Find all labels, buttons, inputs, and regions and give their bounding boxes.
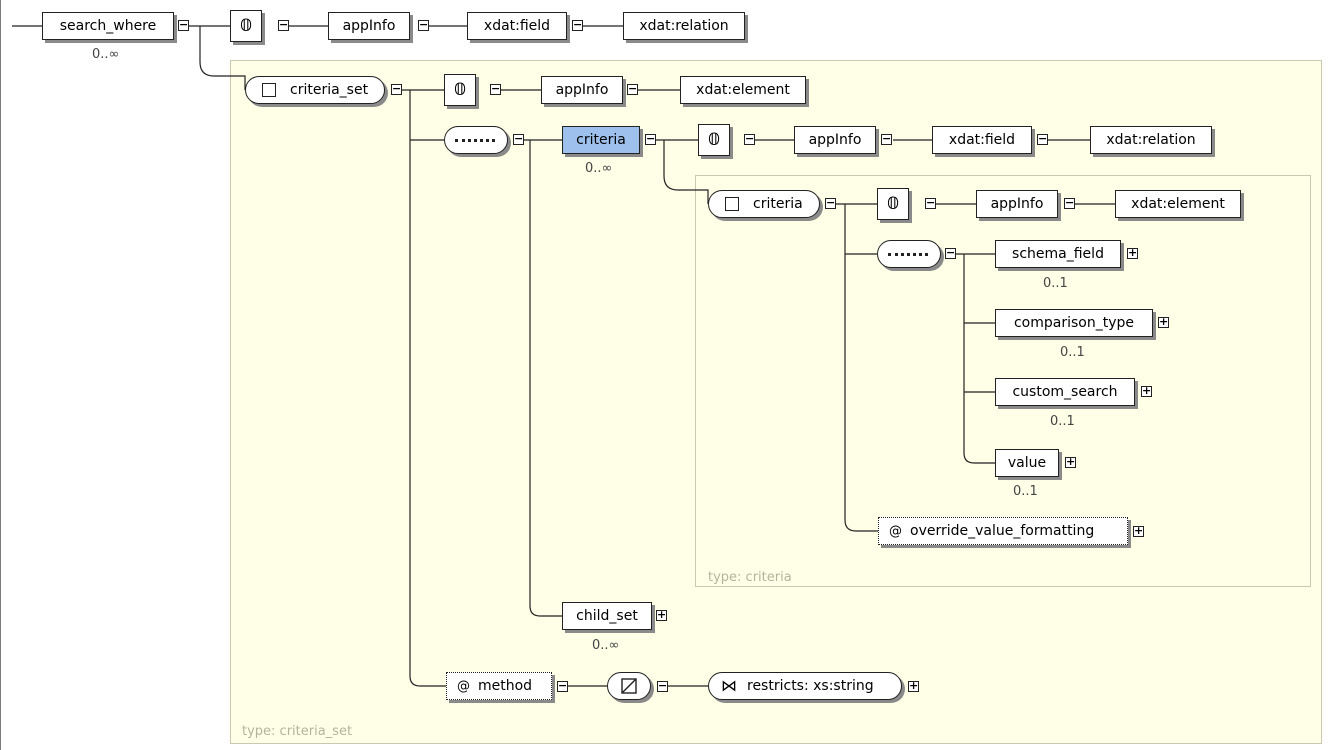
- search-where-cardinality: 0..∞: [92, 47, 120, 62]
- annotation-collapse-toggle[interactable]: −: [278, 18, 289, 31]
- xdat-field-element[interactable]: xdat:field: [467, 12, 567, 40]
- annotation-collapse-toggle[interactable]: −: [925, 196, 936, 209]
- method-collapse-toggle[interactable]: −: [557, 679, 568, 692]
- method-label: method: [478, 678, 533, 694]
- appinfo-collapse-toggle[interactable]: −: [881, 132, 892, 145]
- appinfo-collapse-toggle[interactable]: −: [1064, 196, 1075, 209]
- child-set-expand-toggle[interactable]: +: [656, 608, 667, 621]
- annotation-collapse-toggle[interactable]: −: [490, 82, 501, 95]
- criteria-set-type-label: type: criteria_set: [242, 724, 353, 739]
- value-expand-toggle[interactable]: +: [1065, 455, 1076, 468]
- annotation-icon[interactable]: 𝟘: [877, 188, 909, 220]
- all-compositor-icon: [725, 197, 739, 211]
- override-value-formatting-attribute[interactable]: @ override_value_formatting: [878, 517, 1128, 545]
- sequence-compositor[interactable]: [444, 126, 508, 154]
- custom-search-element[interactable]: custom_search: [995, 378, 1135, 406]
- xdat-relation-element[interactable]: xdat:relation: [623, 12, 745, 40]
- sequence-compositor[interactable]: [877, 240, 941, 268]
- annotation-collapse-toggle[interactable]: −: [744, 132, 755, 145]
- appinfo-element[interactable]: appInfo: [541, 76, 623, 104]
- annotation-icon[interactable]: 𝟘: [444, 74, 476, 106]
- xdat-field-element[interactable]: xdat:field: [932, 126, 1032, 154]
- xdat-element-element[interactable]: xdat:element: [680, 76, 806, 104]
- simple-type-compositor[interactable]: [607, 672, 651, 700]
- annotation-icon[interactable]: 𝟘: [698, 124, 730, 156]
- method-attribute[interactable]: @ method: [446, 672, 552, 700]
- restricts-expand-toggle[interactable]: +: [908, 679, 919, 692]
- xdat-field-collapse-toggle[interactable]: −: [1037, 132, 1048, 145]
- custom-search-cardinality: 0..1: [1050, 414, 1075, 429]
- comparison-type-expand-toggle[interactable]: +: [1158, 315, 1169, 328]
- criteria-complex-type[interactable]: criteria: [708, 190, 820, 218]
- annotation-icon[interactable]: 𝟘: [230, 10, 262, 42]
- attribute-icon: @: [889, 524, 902, 539]
- criteria-type-collapse-toggle[interactable]: −: [825, 196, 836, 209]
- custom-search-expand-toggle[interactable]: +: [1141, 384, 1152, 397]
- restricts-xs-string[interactable]: ⋈ restricts: xs:string: [708, 672, 902, 700]
- child-set-element[interactable]: child_set: [562, 602, 652, 630]
- override-value-formatting-label: override_value_formatting: [910, 523, 1095, 539]
- schema-field-element[interactable]: schema_field: [995, 240, 1121, 268]
- simple-type-icon: [621, 678, 637, 694]
- appinfo-element[interactable]: appInfo: [328, 12, 410, 40]
- xdat-field-collapse-toggle[interactable]: −: [572, 18, 583, 31]
- sequence-icon: [455, 139, 495, 144]
- attribute-icon: @: [457, 679, 470, 694]
- xdat-element-element[interactable]: xdat:element: [1115, 190, 1241, 218]
- criteria-set-label: criteria_set: [290, 82, 369, 98]
- all-compositor-icon: [262, 83, 276, 97]
- comparison-type-element[interactable]: comparison_type: [995, 309, 1153, 337]
- criteria-type-label: type: criteria: [708, 570, 792, 585]
- search-where-collapse-toggle[interactable]: −: [178, 18, 189, 31]
- value-element[interactable]: value: [995, 449, 1059, 477]
- override-value-formatting-expand-toggle[interactable]: +: [1133, 524, 1144, 537]
- comparison-type-cardinality: 0..1: [1060, 345, 1085, 360]
- restriction-icon: ⋈: [721, 676, 737, 695]
- sequence-icon: [888, 253, 928, 258]
- appinfo-collapse-toggle[interactable]: −: [627, 82, 638, 95]
- criteria-collapse-toggle[interactable]: −: [645, 132, 656, 145]
- schema-field-expand-toggle[interactable]: +: [1127, 246, 1138, 259]
- appinfo-element[interactable]: appInfo: [794, 126, 876, 154]
- criteria-cardinality: 0..∞: [585, 161, 613, 176]
- criteria-set-collapse-toggle[interactable]: −: [391, 82, 402, 95]
- schema-field-cardinality: 0..1: [1043, 276, 1068, 291]
- simple-type-collapse-toggle[interactable]: −: [657, 679, 668, 692]
- restricts-label: restricts: xs:string: [747, 678, 874, 694]
- xdat-relation-element[interactable]: xdat:relation: [1090, 126, 1212, 154]
- appinfo-collapse-toggle[interactable]: −: [418, 18, 429, 31]
- child-set-cardinality: 0..∞: [592, 638, 620, 653]
- sequence-collapse-toggle[interactable]: −: [513, 132, 524, 145]
- criteria-element[interactable]: criteria: [562, 126, 640, 154]
- search-where-element[interactable]: search_where: [42, 12, 174, 40]
- sequence-collapse-toggle[interactable]: −: [945, 246, 956, 259]
- criteria-type-name: criteria: [753, 196, 803, 212]
- value-cardinality: 0..1: [1013, 484, 1038, 499]
- appinfo-element[interactable]: appInfo: [976, 190, 1058, 218]
- criteria-set-complex-type[interactable]: criteria_set: [245, 76, 385, 104]
